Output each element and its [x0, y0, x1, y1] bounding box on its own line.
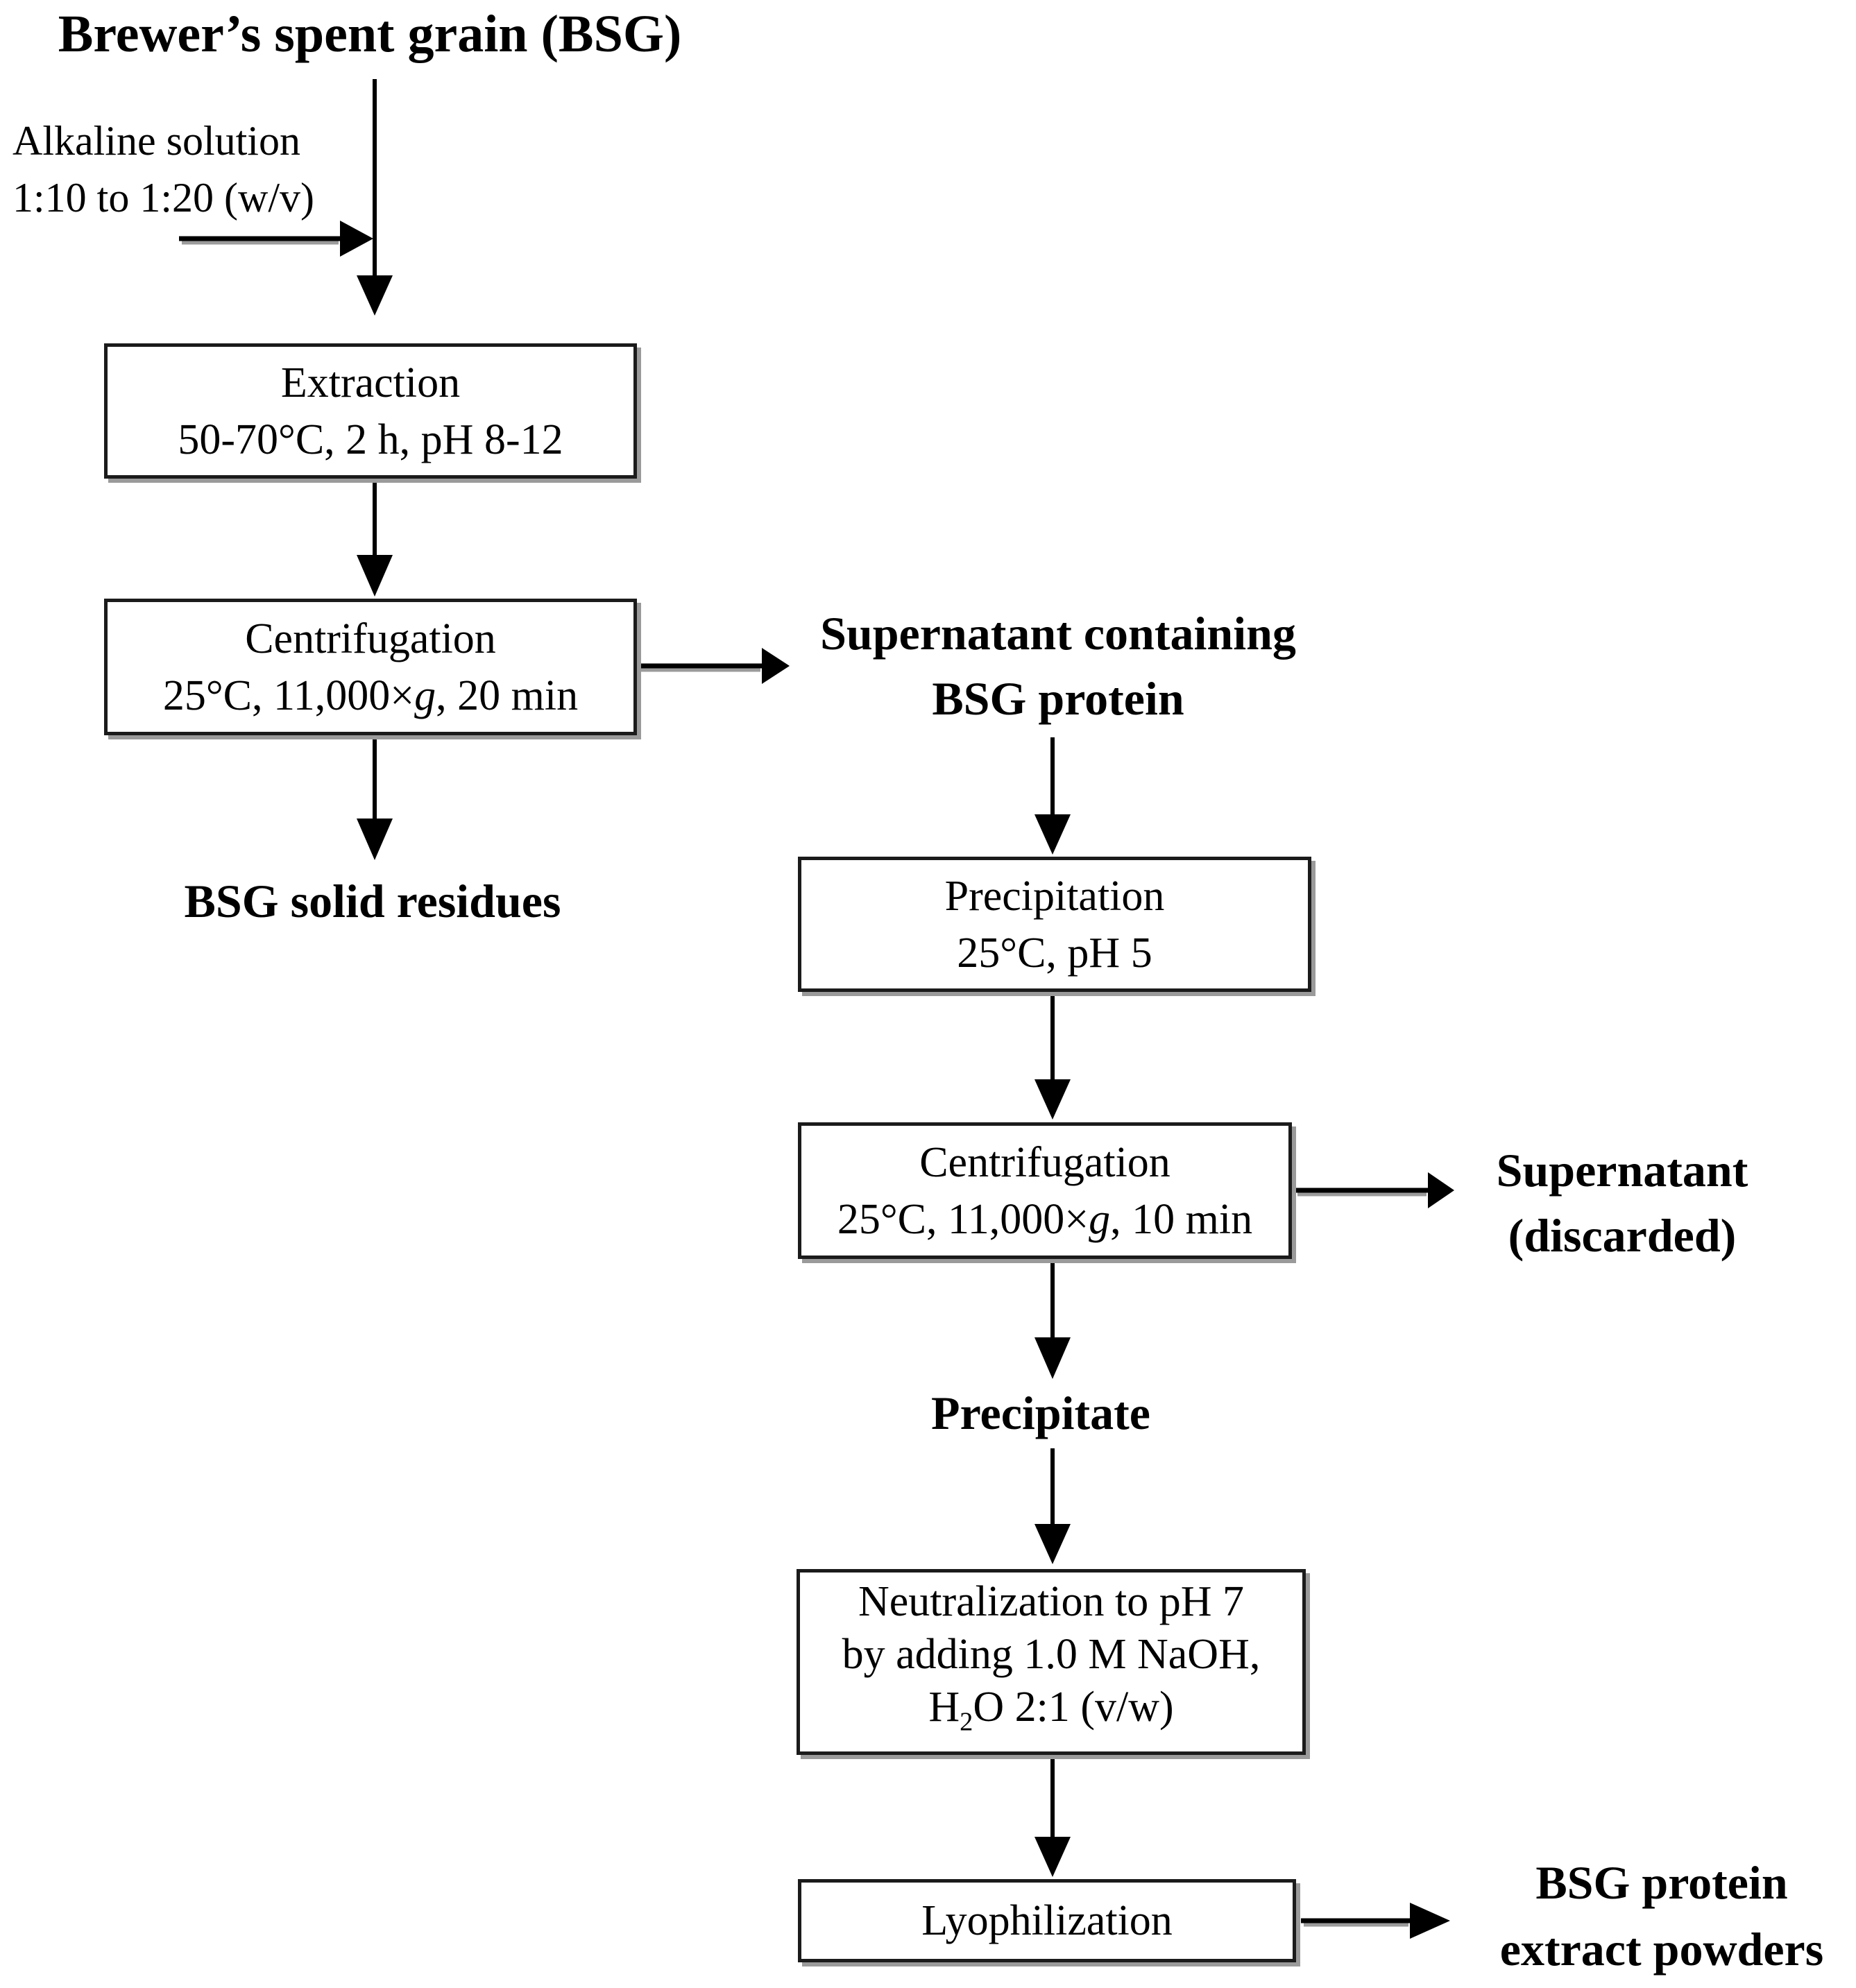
- neutralization-rest: O 2:1 (v/w): [973, 1683, 1174, 1731]
- arrow-centrifugation2-to-discarded-head: [1428, 1172, 1454, 1208]
- centrifugation1-cond-g: g: [414, 671, 436, 719]
- neutralization-sub2: 2: [960, 1707, 973, 1737]
- arrow-supernatant-to-precipitation-head: [1035, 814, 1071, 855]
- precipitation-box: Precipitation 25°C, pH 5: [798, 857, 1311, 992]
- precipitate-label: Precipitate: [931, 1387, 1150, 1439]
- centrifugation1-cond-suffix: , 20 min: [436, 671, 579, 719]
- lyophilization-title: Lyophilization: [921, 1897, 1173, 1944]
- centrifugation2-conditions: 25°C, 11,000×g, 10 min: [837, 1191, 1252, 1248]
- arrow-precipitate-to-neutralization-head: [1035, 1524, 1071, 1564]
- neutralization-box: Neutralization to pH 7 by adding 1.0 M N…: [797, 1569, 1306, 1755]
- bsg-solid-residues-label: BSG solid residues: [184, 875, 561, 927]
- lyophilization-box: Lyophilization: [798, 1879, 1296, 1962]
- supernatant-discarded-label: Supernatant (discarded): [1497, 1138, 1748, 1268]
- centrifugation2-title: Centrifugation: [919, 1138, 1170, 1186]
- centrifugation2-cond-prefix: 25°C, 11,000×: [837, 1195, 1089, 1243]
- neutralization-h: H: [928, 1683, 960, 1731]
- centrifugation1-box: Centrifugation 25°C, 11,000×g, 20 min: [104, 599, 637, 735]
- supernatant-discarded-line2: (discarded): [1508, 1209, 1737, 1262]
- centrifugation2-box: Centrifugation 25°C, 11,000×g, 10 min: [798, 1122, 1292, 1259]
- extraction-box: Extraction 50-70°C, 2 h, pH 8-12: [104, 343, 637, 479]
- arrow-centrifugation1-to-residues-head: [357, 819, 393, 860]
- arrow-title-to-extraction-head: [357, 275, 393, 316]
- arrow-centrifugation1-to-supernatant-head: [762, 648, 790, 684]
- arrow-lyophilization-to-product-head: [1410, 1903, 1450, 1939]
- centrifugation1-cond-prefix: 25°C, 11,000×: [162, 671, 415, 719]
- centrifugation1-title: Centrifugation: [245, 615, 496, 662]
- neutralization-line1: Neutralization to pH 7: [858, 1578, 1245, 1626]
- arrow-extraction-to-centrifugation-head: [357, 555, 393, 597]
- page-title: Brewer’s spent grain (BSG): [58, 5, 682, 63]
- centrifugation2-cond-suffix: , 10 min: [1110, 1195, 1253, 1243]
- arrow-neutralization-to-lyophilization-head: [1035, 1837, 1071, 1877]
- supernatant-containing-line1: Supernatant containing: [820, 607, 1296, 660]
- supernatant-containing-line2: BSG protein: [932, 672, 1184, 725]
- arrow-centrifugation2-to-precipitate-head: [1035, 1337, 1071, 1379]
- supernatant-containing-label: Supernatant containing BSG protein: [820, 601, 1296, 731]
- arrow-precipitation-to-centrifugation2-head: [1035, 1079, 1071, 1120]
- precipitation-title: Precipitation: [944, 872, 1165, 920]
- neutralization-line2: by adding 1.0 M NaOH,: [842, 1631, 1261, 1679]
- product-label-line2: extract powders: [1499, 1923, 1824, 1976]
- extraction-title: Extraction: [280, 359, 461, 406]
- centrifugation2-cond-g: g: [1089, 1195, 1111, 1243]
- centrifugation1-conditions: 25°C, 11,000×g, 20 min: [163, 667, 578, 724]
- arrow-alkaline-head: [340, 221, 373, 257]
- precipitation-conditions: 25°C, pH 5: [957, 929, 1152, 977]
- neutralization-line3: H2O 2:1 (v/w): [928, 1681, 1173, 1748]
- bsg-protein-extract-powders-label: BSG protein extract powders: [1500, 1849, 1823, 1982]
- extraction-conditions: 50-70°C, 2 h, pH 8-12: [178, 415, 563, 463]
- alkaline-solution-note: Alkaline solution 1:10 to 1:20 (w/v): [12, 112, 314, 226]
- supernatant-discarded-line1: Supernatant: [1496, 1144, 1748, 1197]
- alkaline-note-line2: 1:10 to 1:20 (w/v): [12, 175, 314, 221]
- alkaline-note-line1: Alkaline solution: [12, 118, 300, 164]
- product-label-line1: BSG protein: [1535, 1856, 1788, 1909]
